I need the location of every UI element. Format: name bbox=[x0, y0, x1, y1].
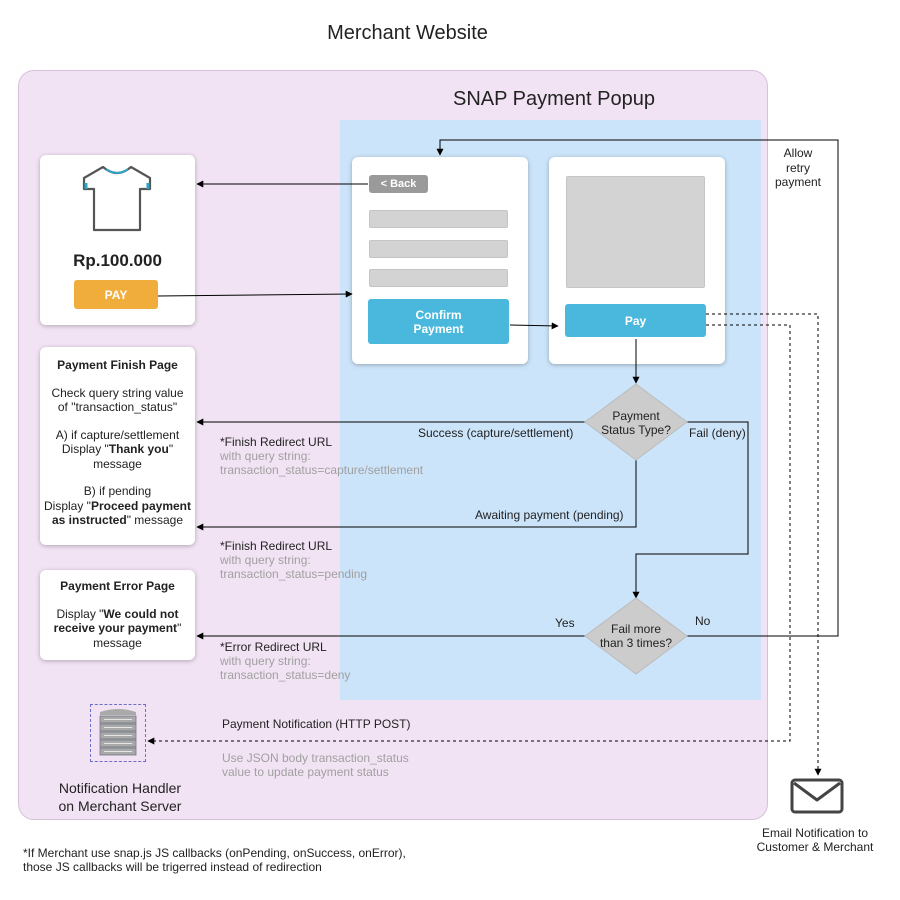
pending-label: Awaiting payment (pending) bbox=[475, 508, 624, 522]
product-price: Rp.100.000 bbox=[73, 251, 162, 270]
finish-b-line1: B) if pending bbox=[83, 484, 152, 498]
popup-title: SNAP Payment Popup bbox=[453, 88, 655, 110]
error-page-title: Payment Error Page bbox=[60, 579, 175, 593]
yes-label: Yes bbox=[555, 616, 575, 630]
payment-image-placeholder bbox=[566, 176, 705, 288]
finish-b-line2: Display "Proceed payment bbox=[44, 498, 191, 513]
finish-a-line1: A) if capture/settlement bbox=[55, 427, 180, 442]
product-card: Rp.100.000 PAY bbox=[40, 155, 195, 325]
error-line2: receive your payment" bbox=[53, 621, 182, 635]
finish-redirect-note-1: *Finish Redirect URL with query string: … bbox=[220, 435, 424, 477]
payment-finish-page-card: Payment Finish Page Check query string v… bbox=[40, 347, 195, 545]
confirm-payment-button[interactable]: Confirm Payment bbox=[368, 299, 509, 344]
form-field-2[interactable] bbox=[369, 240, 508, 258]
server-icon bbox=[90, 704, 146, 762]
popup-screen-confirm: < Back Confirm Payment bbox=[352, 157, 528, 364]
success-label: Success (capture/settlement) bbox=[418, 426, 574, 440]
error-line3: message bbox=[93, 635, 142, 650]
tshirt-icon bbox=[82, 165, 152, 232]
finish-line2: of "transaction_status" bbox=[57, 400, 178, 414]
pending-arrow bbox=[196, 460, 637, 531]
back-button[interactable]: < Back bbox=[369, 175, 428, 193]
decision-fail-count bbox=[584, 597, 688, 675]
pay-to-confirm-arrow bbox=[157, 290, 353, 298]
fail-arrow bbox=[632, 421, 749, 599]
email-notification-label: Email Notification to Customer & Merchan… bbox=[756, 826, 874, 854]
finish-a-line2: Display "Thank you" bbox=[61, 442, 174, 456]
finish-redirect-note-2: *Finish Redirect URL with query string: … bbox=[220, 539, 368, 581]
footnote: *If Merchant use snap.js JS callbacks (o… bbox=[23, 846, 406, 874]
error-line1: Display "We could not bbox=[56, 606, 179, 621]
finish-b-line3: as instructed" message bbox=[52, 513, 183, 527]
merchant-pay-button[interactable]: PAY bbox=[74, 280, 158, 309]
fail-label: Fail (deny) bbox=[689, 426, 746, 440]
notification-handler-label: Notification Handler on Merchant Server bbox=[58, 780, 182, 814]
popup-screen-pay: Pay bbox=[549, 157, 725, 364]
notification-note: Use JSON body transaction_status value t… bbox=[222, 751, 409, 779]
finish-page-title: Payment Finish Page bbox=[57, 358, 178, 372]
form-field-3[interactable] bbox=[369, 269, 508, 287]
notification-arrow bbox=[147, 324, 791, 745]
notification-label: Payment Notification (HTTP POST) bbox=[222, 717, 411, 731]
pay-button[interactable]: Pay bbox=[565, 304, 706, 337]
envelope-icon bbox=[790, 778, 844, 814]
error-redirect-note: *Error Redirect URL with query string: t… bbox=[220, 640, 351, 682]
payment-error-page-card: Payment Error Page Display "We could not… bbox=[40, 570, 195, 660]
email-arrow bbox=[706, 313, 822, 776]
page-title: Merchant Website bbox=[327, 22, 488, 44]
decision-status-type bbox=[584, 383, 688, 461]
confirm-payment-label: Confirm Payment bbox=[413, 307, 464, 336]
finish-line1: Check query string value bbox=[51, 385, 184, 400]
no-label: No bbox=[695, 614, 711, 628]
confirm-to-pay-arrow bbox=[509, 322, 559, 330]
finish-a-line3: message bbox=[93, 456, 142, 471]
retry-arrow bbox=[436, 139, 839, 637]
form-field-1[interactable] bbox=[369, 210, 508, 228]
